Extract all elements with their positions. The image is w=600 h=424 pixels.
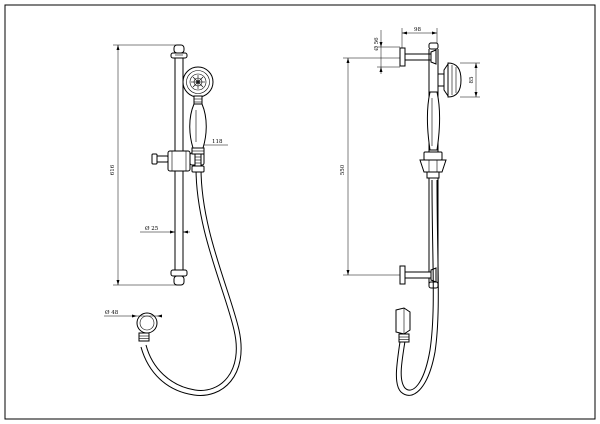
label-projection: 98 [414,27,421,33]
side-slider [419,151,447,179]
label-rail-diameter: Ø 25 [145,225,159,232]
bottom-wall-bracket [170,269,188,286]
side-shower-head [437,62,462,98]
handset-handle [189,95,207,167]
front-view: 616 Ø 25 [104,44,242,396]
side-wall-outlet [395,307,411,343]
side-top-wall-bracket [399,42,439,67]
side-shower-hose [395,179,439,396]
shower-head [182,66,214,98]
dimension-bracket-centres: 550 [340,57,400,276]
label-bracket-centres: 550 [340,164,346,175]
wall-outlet [136,312,158,342]
dimension-head-diameter: 85 [460,62,480,98]
top-wall-bracket [170,44,188,59]
side-bottom-wall-bracket [399,265,439,289]
label-wall-outlet-diameter: Ø 48 [105,309,119,316]
drawing-frame [4,4,596,420]
label-wall-bracket-diameter: Ø 56 [373,37,380,51]
label-head-diameter: 85 [469,76,475,83]
dimension-wall-outlet: Ø 48 [104,309,162,318]
dimension-offset: 118 [204,139,228,146]
dimension-overall-height: 616 [110,44,178,286]
label-offset: 118 [212,139,223,145]
label-overall-height: 616 [110,164,116,175]
dimension-rail-diameter: Ø 25 [140,225,190,234]
dimension-wall-bracket: Ø 56 [373,30,400,74]
shower-hose [140,165,242,396]
side-handset-handle [426,91,441,151]
side-view: 98 Ø 56 550 [340,27,480,396]
